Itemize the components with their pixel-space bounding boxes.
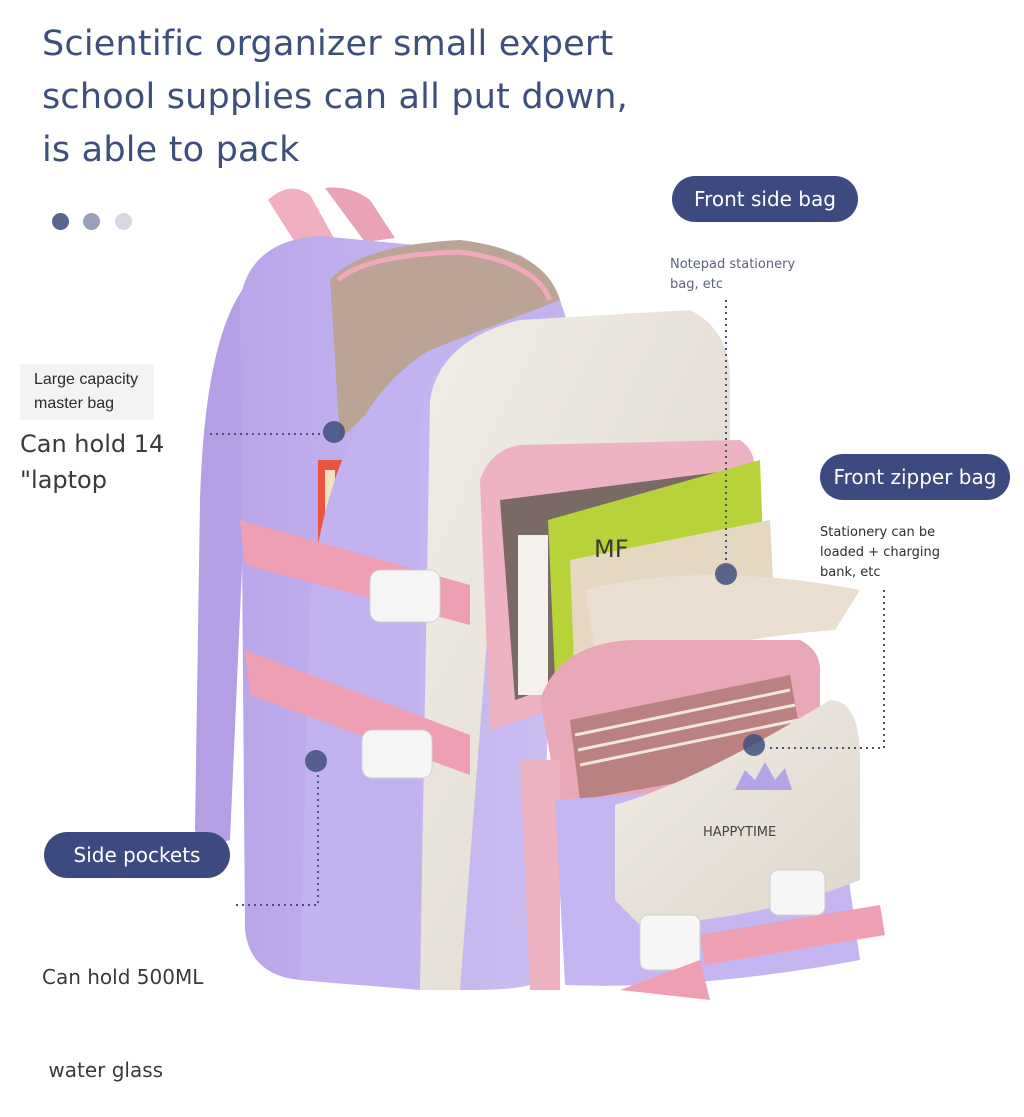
shoulder-strap: [195, 280, 250, 844]
marker-side-pockets: [305, 750, 327, 772]
marker-front-zipper-bag: [743, 734, 765, 756]
headline-line-2: school supplies can all put down,: [42, 77, 628, 117]
leader-front-zipper-bag: [768, 590, 885, 749]
flap-label: HAPPYTIME: [703, 825, 777, 840]
carousel-dot-1[interactable]: [52, 213, 69, 230]
headline-line-3: is able to pack: [42, 130, 300, 170]
buckle-top: [369, 569, 441, 623]
front-side-bag-label: Front side bag: [672, 176, 858, 222]
side-pockets-desc: Can hold 500ML water glass: [42, 965, 204, 1082]
headline-line-1: Scientific organizer small expert: [42, 24, 614, 64]
leader-side-pockets: [232, 775, 319, 906]
top-handle: [268, 188, 335, 250]
top-handle-right: [325, 187, 395, 242]
headline: Scientific organizer small expert school…: [42, 18, 642, 177]
master-bag-label: Large capacity master bag: [20, 364, 155, 420]
front-zipper-bag-desc: Stationery can be loaded + charging bank…: [820, 525, 941, 580]
carousel-dot-3[interactable]: [115, 213, 132, 230]
buckle-front: [639, 914, 701, 971]
carousel-dot-2[interactable]: [83, 213, 100, 230]
crown-logo: [735, 762, 792, 790]
front-side-bag-desc: Notepad stationery bag, etc: [670, 257, 796, 292]
front-zipper-bag-label: Front zipper bag: [820, 454, 1010, 500]
backpack-illustration: [195, 187, 885, 1000]
side-panel: [300, 300, 570, 990]
master-bag-desc: Can hold 14 "laptop: [20, 430, 165, 494]
front-flap: [615, 700, 860, 925]
marker-front-side-bag: [715, 563, 737, 585]
book-label: MF: [594, 535, 629, 563]
buckle-bottom: [361, 729, 433, 779]
side-pockets-label: Side pockets: [44, 832, 230, 878]
marker-master-bag: [323, 421, 345, 443]
